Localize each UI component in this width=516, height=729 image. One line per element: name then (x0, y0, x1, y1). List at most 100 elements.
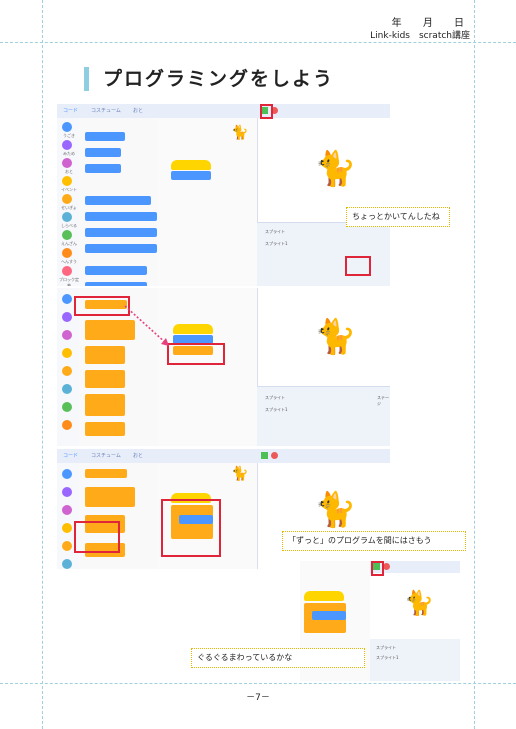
wait-block-dropped[interactable] (173, 346, 213, 355)
green-flag-icon[interactable] (261, 452, 268, 459)
stage-toolbar (370, 561, 460, 573)
script-area (157, 288, 257, 446)
category-variables-label: へんすう (61, 259, 77, 264)
category-events-icon[interactable] (62, 523, 72, 533)
sprite-name-field[interactable]: スプライト1 (376, 655, 399, 660)
category-sound-icon[interactable] (62, 158, 72, 168)
block-motion[interactable] (85, 212, 157, 221)
if-else-block[interactable] (85, 394, 125, 416)
cat-sprite-icon: 🐈 (314, 490, 357, 530)
if-block[interactable] (85, 543, 125, 557)
when-flag-clicked-block[interactable] (171, 493, 211, 503)
scratch-screenshot-2: 🐈 スプライト スプライト1 ステージ (57, 288, 390, 446)
title-accent-bar (84, 67, 89, 91)
stage-area: 🐈 (257, 288, 390, 386)
wait-block[interactable] (85, 469, 127, 478)
category-events-icon[interactable] (62, 348, 72, 358)
category-motion-icon[interactable] (62, 122, 72, 132)
turn-block[interactable] (312, 611, 346, 620)
category-motion-icon[interactable] (62, 469, 72, 479)
scratch-screenshot-1: コード コスチューム おと うごき みため おと イベント せいぎょ しらべる … (57, 104, 390, 286)
category-operators-icon[interactable] (62, 230, 72, 240)
cat-sprite-icon: 🐈 (314, 317, 357, 357)
category-control-icon[interactable] (62, 541, 72, 551)
green-flag-icon[interactable] (373, 563, 380, 570)
repeat-block[interactable] (85, 320, 135, 340)
year-label: 年 (391, 18, 404, 29)
sprite-thumbnail-icon: 🐈 (231, 125, 249, 141)
block-motion[interactable] (85, 148, 121, 157)
tab-sounds[interactable]: おと (133, 453, 144, 459)
forever-block[interactable] (85, 515, 125, 533)
guide-line-right (474, 0, 475, 729)
tab-costumes[interactable]: コスチューム (91, 453, 121, 459)
page-title: プログラミングをしよう (103, 68, 335, 90)
script-area: 🐈 (157, 463, 257, 569)
category-myblocks-icon[interactable] (62, 266, 72, 276)
when-flag-clicked-block[interactable] (171, 160, 211, 170)
stage-area: 🐈 (370, 573, 460, 639)
wait-block[interactable] (312, 621, 346, 630)
category-sound-icon[interactable] (62, 330, 72, 340)
highlight-wait-block (74, 296, 130, 316)
wait-block[interactable] (179, 526, 213, 535)
callout-rotated: ちょっとかいてんしたね (346, 207, 450, 227)
category-looks-icon[interactable] (62, 487, 72, 497)
category-looks-icon[interactable] (62, 140, 72, 150)
category-events-icon[interactable] (62, 176, 72, 186)
block-motion[interactable] (85, 164, 121, 173)
stage-toolbar (257, 104, 390, 119)
block-motion[interactable] (85, 196, 151, 205)
wait-until-block[interactable] (85, 422, 125, 436)
category-variables-icon[interactable] (62, 420, 72, 430)
category-control-icon[interactable] (62, 194, 72, 204)
sprite-name-field[interactable]: スプライト1 (265, 241, 288, 246)
category-motion-label: うごき (63, 133, 75, 138)
category-events-label: イベント (61, 187, 77, 192)
stop-icon[interactable] (271, 107, 278, 114)
category-control-icon[interactable] (62, 366, 72, 376)
block-motion[interactable] (85, 266, 147, 275)
highlight-placed-script (161, 499, 221, 557)
block-motion[interactable] (85, 244, 157, 253)
category-motion-icon[interactable] (62, 294, 72, 304)
day-label: 日 (454, 18, 466, 29)
guide-line-bottom (0, 683, 516, 684)
category-sound-label: おと (65, 169, 73, 174)
category-operators-icon[interactable] (62, 402, 72, 412)
when-flag-clicked-block[interactable] (304, 591, 344, 601)
category-sound-icon[interactable] (62, 505, 72, 515)
category-sensing-icon[interactable] (62, 212, 72, 222)
category-sensing-icon[interactable] (62, 384, 72, 394)
block-motion[interactable] (85, 228, 157, 237)
category-looks-icon[interactable] (62, 312, 72, 322)
highlight-direction-field (345, 256, 371, 276)
turn-block[interactable] (171, 171, 211, 180)
category-variables-icon[interactable] (62, 248, 72, 258)
tab-sounds[interactable]: おと (133, 108, 144, 114)
block-motion[interactable] (85, 282, 147, 286)
stage-area: 🐈 (257, 463, 390, 569)
turn-block[interactable] (173, 335, 213, 344)
green-flag-icon[interactable] (261, 107, 268, 114)
tab-costumes[interactable]: コスチューム (91, 108, 121, 114)
wait-block[interactable] (85, 300, 127, 309)
repeat-block[interactable] (85, 487, 135, 507)
turn-block[interactable] (179, 515, 213, 524)
stop-icon[interactable] (271, 452, 278, 459)
sprite-name-field[interactable]: スプライト1 (265, 407, 288, 412)
page-number: －7－ (246, 693, 270, 703)
sprite-info-pane: スプライト スプライト1 (257, 222, 390, 286)
tab-code[interactable]: コード (63, 108, 79, 114)
forever-block[interactable] (85, 346, 125, 364)
category-column (57, 463, 80, 569)
block-motion[interactable] (85, 132, 125, 141)
tab-code[interactable]: コード (63, 453, 79, 459)
if-block[interactable] (85, 370, 125, 388)
when-flag-clicked-block[interactable] (173, 324, 213, 334)
stop-icon[interactable] (383, 563, 390, 570)
highlight-drop-target (167, 343, 225, 365)
category-sensing-icon[interactable] (62, 559, 72, 569)
cat-sprite-spinning-icon: 🐈 (404, 589, 434, 617)
sprite-pane-label: スプライト (376, 645, 396, 650)
